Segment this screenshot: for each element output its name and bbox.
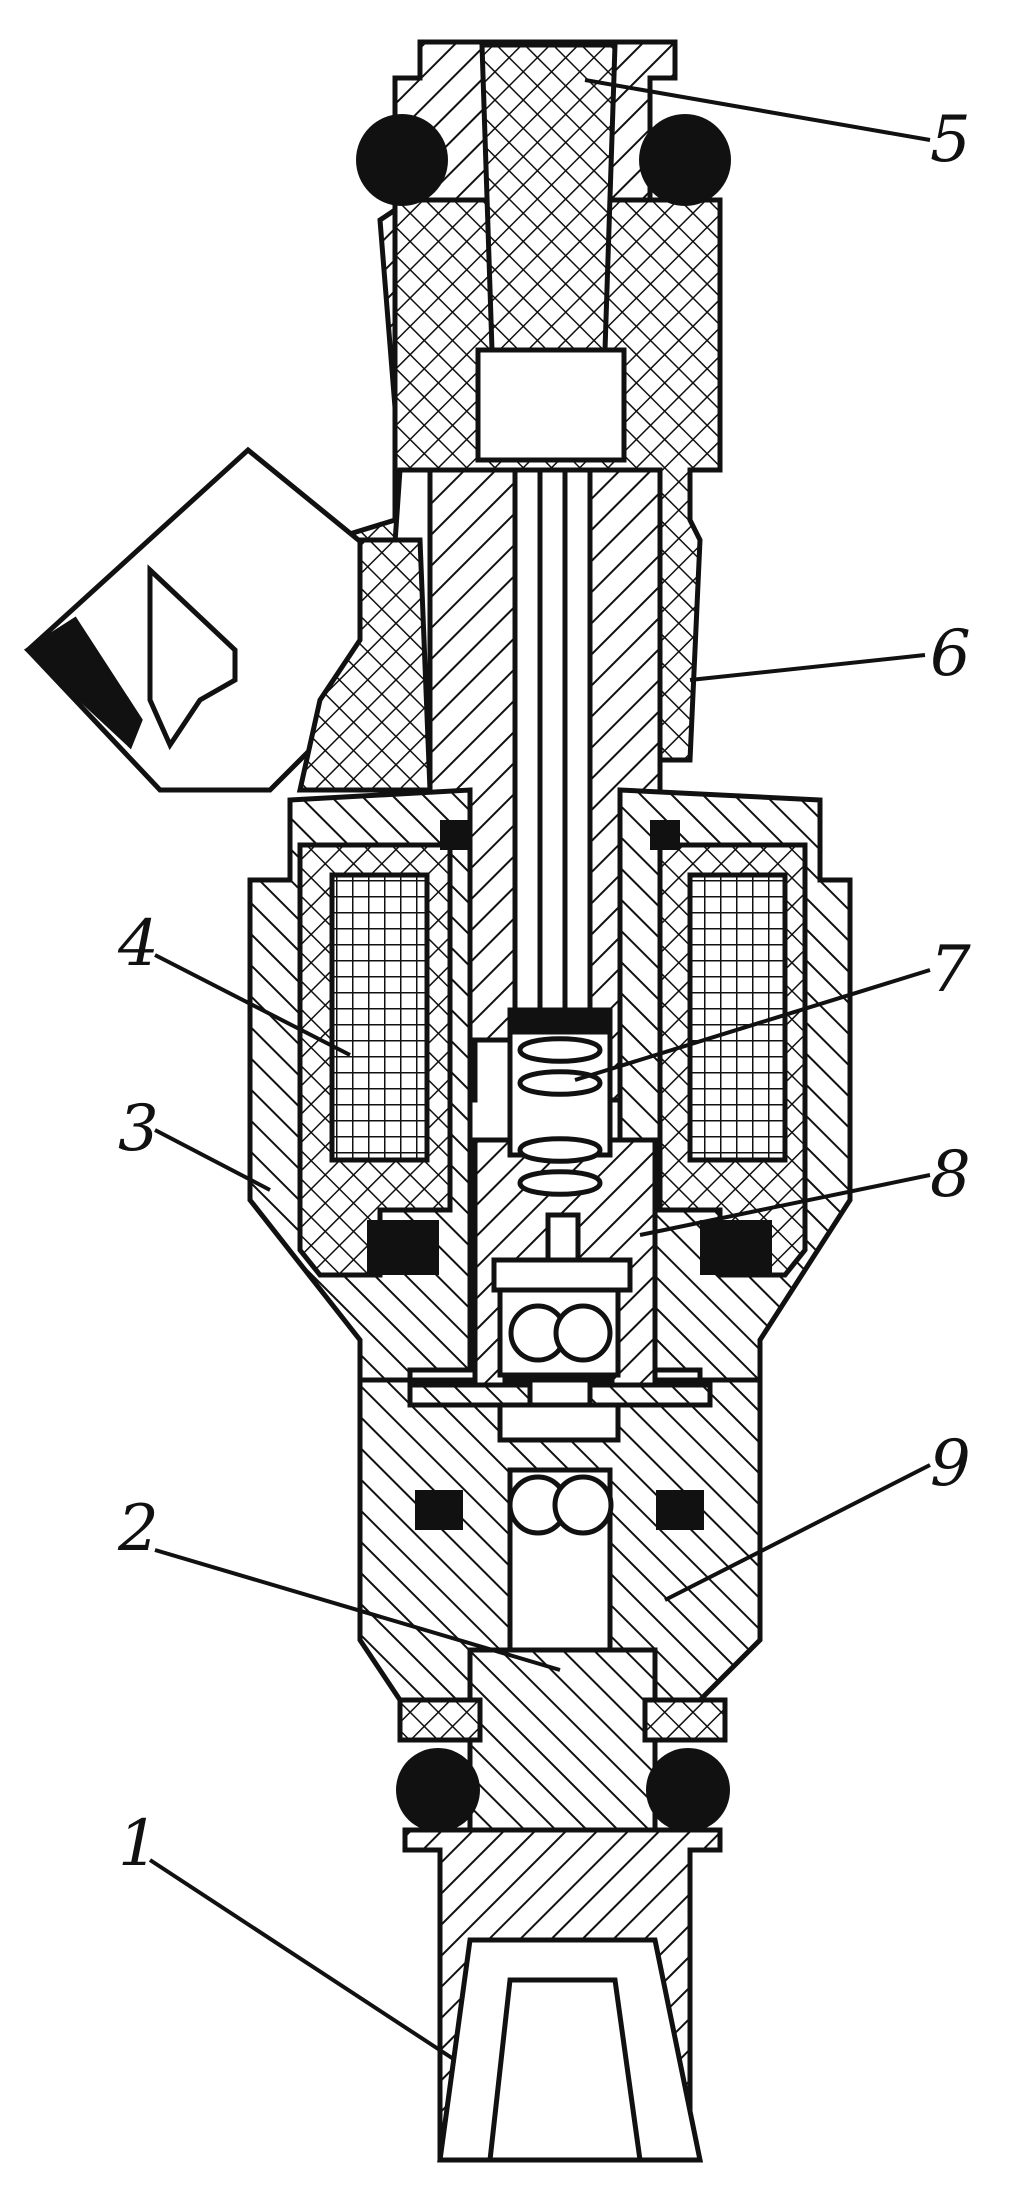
inlet-filter (475, 42, 627, 463)
callout-3: 3 (118, 1092, 159, 1166)
coil-seal-blocks (367, 820, 772, 1275)
return-spring (509, 1007, 611, 1197)
callout-2: 2 (118, 1492, 159, 1566)
upper-o-ring-seals (356, 114, 731, 206)
electrical-connector (23, 446, 433, 793)
callout-9: 9 (930, 1427, 971, 1501)
callout-7: 7 (930, 933, 971, 1007)
callout-4: 4 (118, 907, 159, 981)
callout-8: 8 (930, 1138, 971, 1212)
leader-lines (148, 78, 931, 2062)
valve-seat-seal (415, 1490, 704, 1530)
core-tube (427, 467, 663, 1103)
lower-o-ring-seals (396, 1748, 730, 1832)
callout-1: 1 (118, 1807, 159, 1881)
callout-6: 6 (930, 617, 971, 691)
callout-5: 5 (930, 103, 971, 177)
nozzle-body (397, 1647, 728, 2163)
